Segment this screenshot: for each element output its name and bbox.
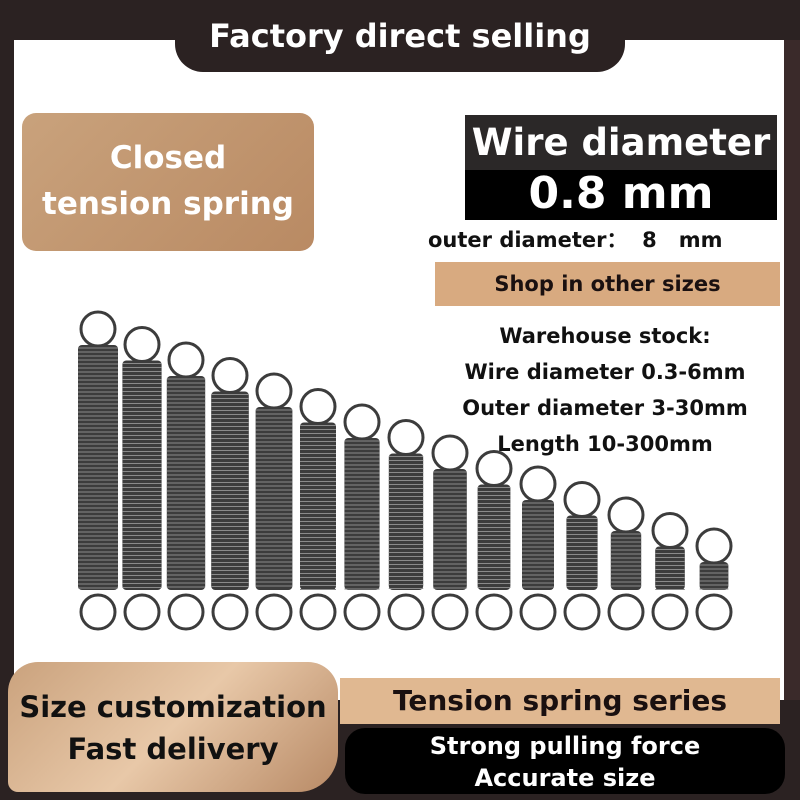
- spring-hook: [475, 593, 513, 631]
- banner-title: Factory direct selling: [175, 0, 625, 72]
- spring-body: [300, 422, 336, 590]
- frame-edge: [784, 40, 800, 700]
- spring: [387, 419, 425, 631]
- wire-value: 0.8: [528, 168, 607, 219]
- spring: [255, 372, 293, 631]
- feature-line: Size customization: [19, 690, 327, 724]
- spring-hook: [123, 326, 161, 363]
- outer-unit: mm: [678, 228, 723, 252]
- stock-info: Warehouse stock: Wire diameter 0.3-6mm O…: [430, 318, 780, 462]
- product-type-line: tension spring: [42, 186, 294, 222]
- spring-body: [388, 453, 424, 590]
- spring-hook: [695, 527, 733, 565]
- spring: [299, 388, 337, 631]
- feature-line: Strong pulling force: [429, 732, 701, 760]
- spring-hook: [519, 593, 557, 631]
- spring-hook: [607, 496, 645, 534]
- spring-hook: [431, 434, 469, 472]
- stock-line: Wire diameter 0.3-6mm: [464, 360, 746, 384]
- spring-hook: [563, 593, 601, 631]
- wire-diameter-value: 0.8 mm: [465, 170, 777, 220]
- spring-hook: [343, 403, 381, 441]
- feature-line: Fast delivery: [67, 732, 279, 766]
- spring: [563, 481, 601, 631]
- spring-hook: [519, 465, 557, 503]
- spring-hook: [211, 593, 249, 631]
- spring-hook: [79, 310, 117, 348]
- spring: [211, 357, 249, 631]
- spring: [695, 527, 733, 631]
- product-type-line: Closed: [109, 140, 227, 176]
- wire-diameter-label: Wire diameter: [465, 115, 777, 170]
- stock-line: Warehouse stock:: [499, 324, 711, 348]
- spring-hook: [695, 593, 733, 631]
- shop-other-sizes-button[interactable]: Shop in other sizes: [435, 262, 780, 306]
- feature-line: Accurate size: [474, 764, 656, 792]
- spring: [519, 465, 557, 631]
- spring: [475, 450, 513, 631]
- spring-hook: [211, 357, 249, 394]
- size-customization-badge: Size customization Fast delivery: [8, 662, 338, 792]
- features-box: Strong pulling force Accurate size: [345, 728, 785, 794]
- spring-hook: [387, 593, 425, 631]
- spring-body: [610, 531, 642, 590]
- product-type-badge: Closed tension spring: [22, 113, 314, 251]
- spring-hook: [123, 593, 161, 631]
- stock-line: Length 10-300mm: [497, 432, 713, 456]
- spring-hook: [607, 593, 645, 631]
- spring-hook: [431, 593, 469, 631]
- spring-hook: [651, 593, 689, 631]
- spring-hook: [255, 593, 293, 631]
- outer-diameter: outer diameter： 8 mm: [428, 224, 778, 254]
- series-label: Tension spring series: [340, 678, 780, 724]
- spring: [431, 434, 469, 631]
- spring-body: [344, 438, 380, 590]
- spring-hook: [343, 593, 381, 631]
- spring-hook: [167, 341, 205, 379]
- spring-hook: [299, 388, 337, 425]
- spring-body: [522, 500, 554, 590]
- stock-line: Outer diameter 3-30mm: [462, 396, 748, 420]
- wire-unit: mm: [621, 168, 714, 219]
- spring-hook: [299, 593, 337, 631]
- spring: [343, 403, 381, 631]
- spring-hook: [563, 481, 601, 518]
- spring-hook: [255, 372, 293, 410]
- spring: [651, 512, 689, 631]
- spring: [166, 341, 206, 631]
- spring-hook: [651, 512, 689, 549]
- spring: [607, 496, 645, 631]
- outer-value: 8: [642, 228, 657, 252]
- spring-hook: [167, 593, 205, 631]
- outer-label: outer diameter：: [428, 228, 628, 252]
- spring-body: [699, 562, 729, 590]
- spring-hook: [387, 419, 425, 456]
- spring: [78, 310, 118, 631]
- spring-body: [477, 484, 511, 590]
- spring-hook: [475, 450, 513, 487]
- spring: [122, 326, 162, 631]
- spring-hook: [79, 593, 117, 631]
